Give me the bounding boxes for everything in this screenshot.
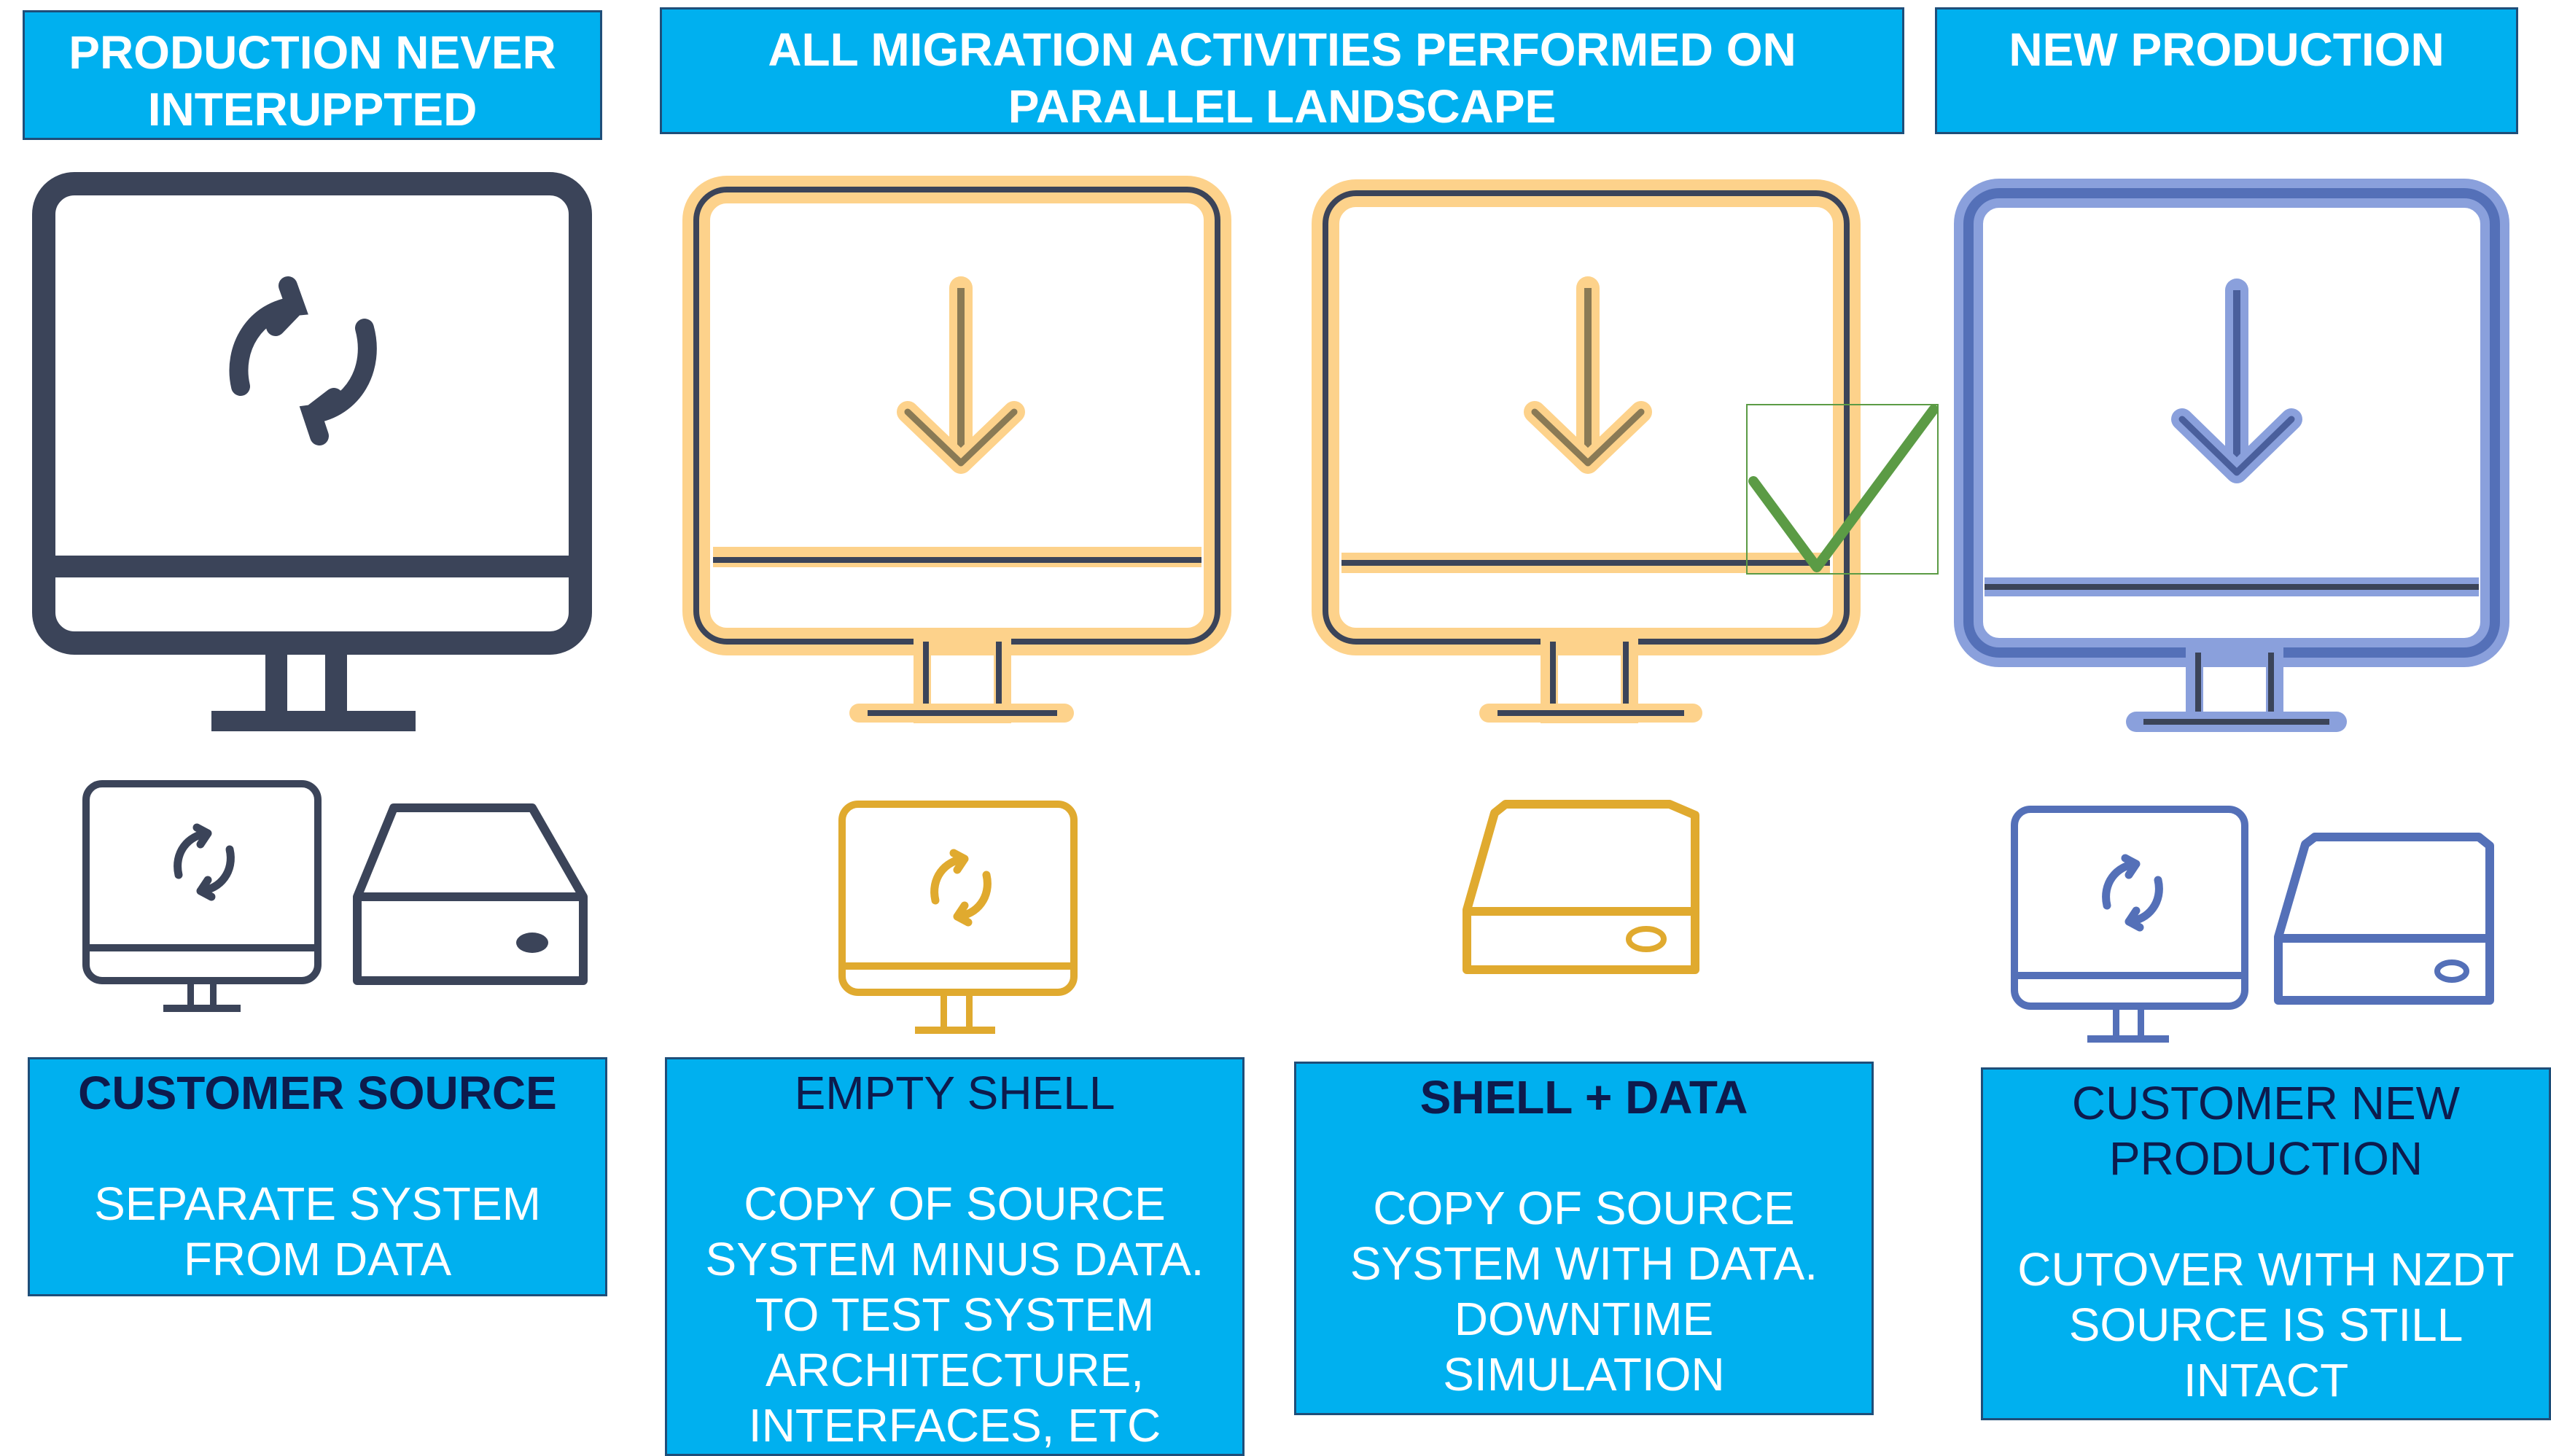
stage-title: EMPTY SHELL <box>794 1067 1115 1119</box>
stage-body-line: COPY OF SOURCE <box>1373 1182 1795 1234</box>
stage-body-line: COPY OF SOURCE <box>744 1177 1166 1230</box>
header-line: ALL MIGRATION ACTIVITIES PERFORMED ON <box>768 23 1796 76</box>
hard-drive-icon <box>1463 800 1699 974</box>
header-line: PRODUCTION NEVER <box>69 26 556 79</box>
stage-body-line: FROM DATA <box>183 1233 452 1285</box>
monitor-sync-icon <box>82 780 322 1012</box>
stage-customer-new-production: CUSTOMER NEW PRODUCTION CUTOVER WITH NZD… <box>1981 1067 2551 1420</box>
stage-body-line: INTACT <box>2183 1354 2349 1406</box>
stage-title: SHELL + DATA <box>1419 1071 1748 1124</box>
stage-customer-source: CUSTOMER SOURCE SEPARATE SYSTEM FROM DAT… <box>28 1057 607 1296</box>
stage-empty-shell: EMPTY SHELL COPY OF SOURCE SYSTEM MINUS … <box>665 1057 1245 1456</box>
monitor-download-icon <box>682 176 1231 723</box>
stage-body-line: TO TEST SYSTEM <box>755 1288 1155 1341</box>
header-line: PARALLEL LANDSCAPE <box>1008 80 1557 133</box>
checkmark-icon <box>1746 404 1939 575</box>
stage-body-line: INTERFACES, ETC <box>748 1399 1161 1452</box>
stage-body-line: SYSTEM WITH DATA. <box>1350 1237 1818 1290</box>
monitor-sync-icon <box>838 801 1078 1034</box>
monitor-download-icon <box>1312 179 1861 723</box>
stage-shell-plus-data: SHELL + DATA COPY OF SOURCE SYSTEM WITH … <box>1294 1062 1874 1415</box>
hard-drive-icon <box>2274 833 2494 1005</box>
monitor-sync-icon <box>2011 806 2248 1043</box>
header-production-never-interrupted: PRODUCTION NEVER INTERUPPTED <box>23 10 602 140</box>
header-parallel-landscape: ALL MIGRATION ACTIVITIES PERFORMED ON PA… <box>660 7 1904 134</box>
stage-body-line: CUTOVER WITH NZDT <box>2017 1243 2515 1296</box>
stage-body-line: ARCHITECTURE, <box>765 1344 1145 1396</box>
header-new-production: NEW PRODUCTION <box>1935 7 2518 134</box>
stage-body-line: SIMULATION <box>1443 1348 1725 1401</box>
stage-title-line2: PRODUCTION <box>2108 1132 2423 1185</box>
stage-body-line: SOURCE IS STILL <box>2068 1299 2464 1351</box>
stage-title: CUSTOMER SOURCE <box>78 1067 557 1119</box>
hard-drive-icon <box>353 803 588 985</box>
monitor-refresh-icon <box>32 172 592 731</box>
header-line: INTERUPPTED <box>147 83 478 136</box>
stage-body-line: SEPARATE SYSTEM <box>94 1177 541 1230</box>
header-line: NEW PRODUCTION <box>2009 23 2445 76</box>
monitor-download-icon <box>1954 179 2509 732</box>
stage-body-line: DOWNTIME <box>1454 1293 1714 1345</box>
stage-title: CUSTOMER NEW <box>2071 1077 2461 1129</box>
stage-body-line: SYSTEM MINUS DATA. <box>705 1233 1204 1285</box>
